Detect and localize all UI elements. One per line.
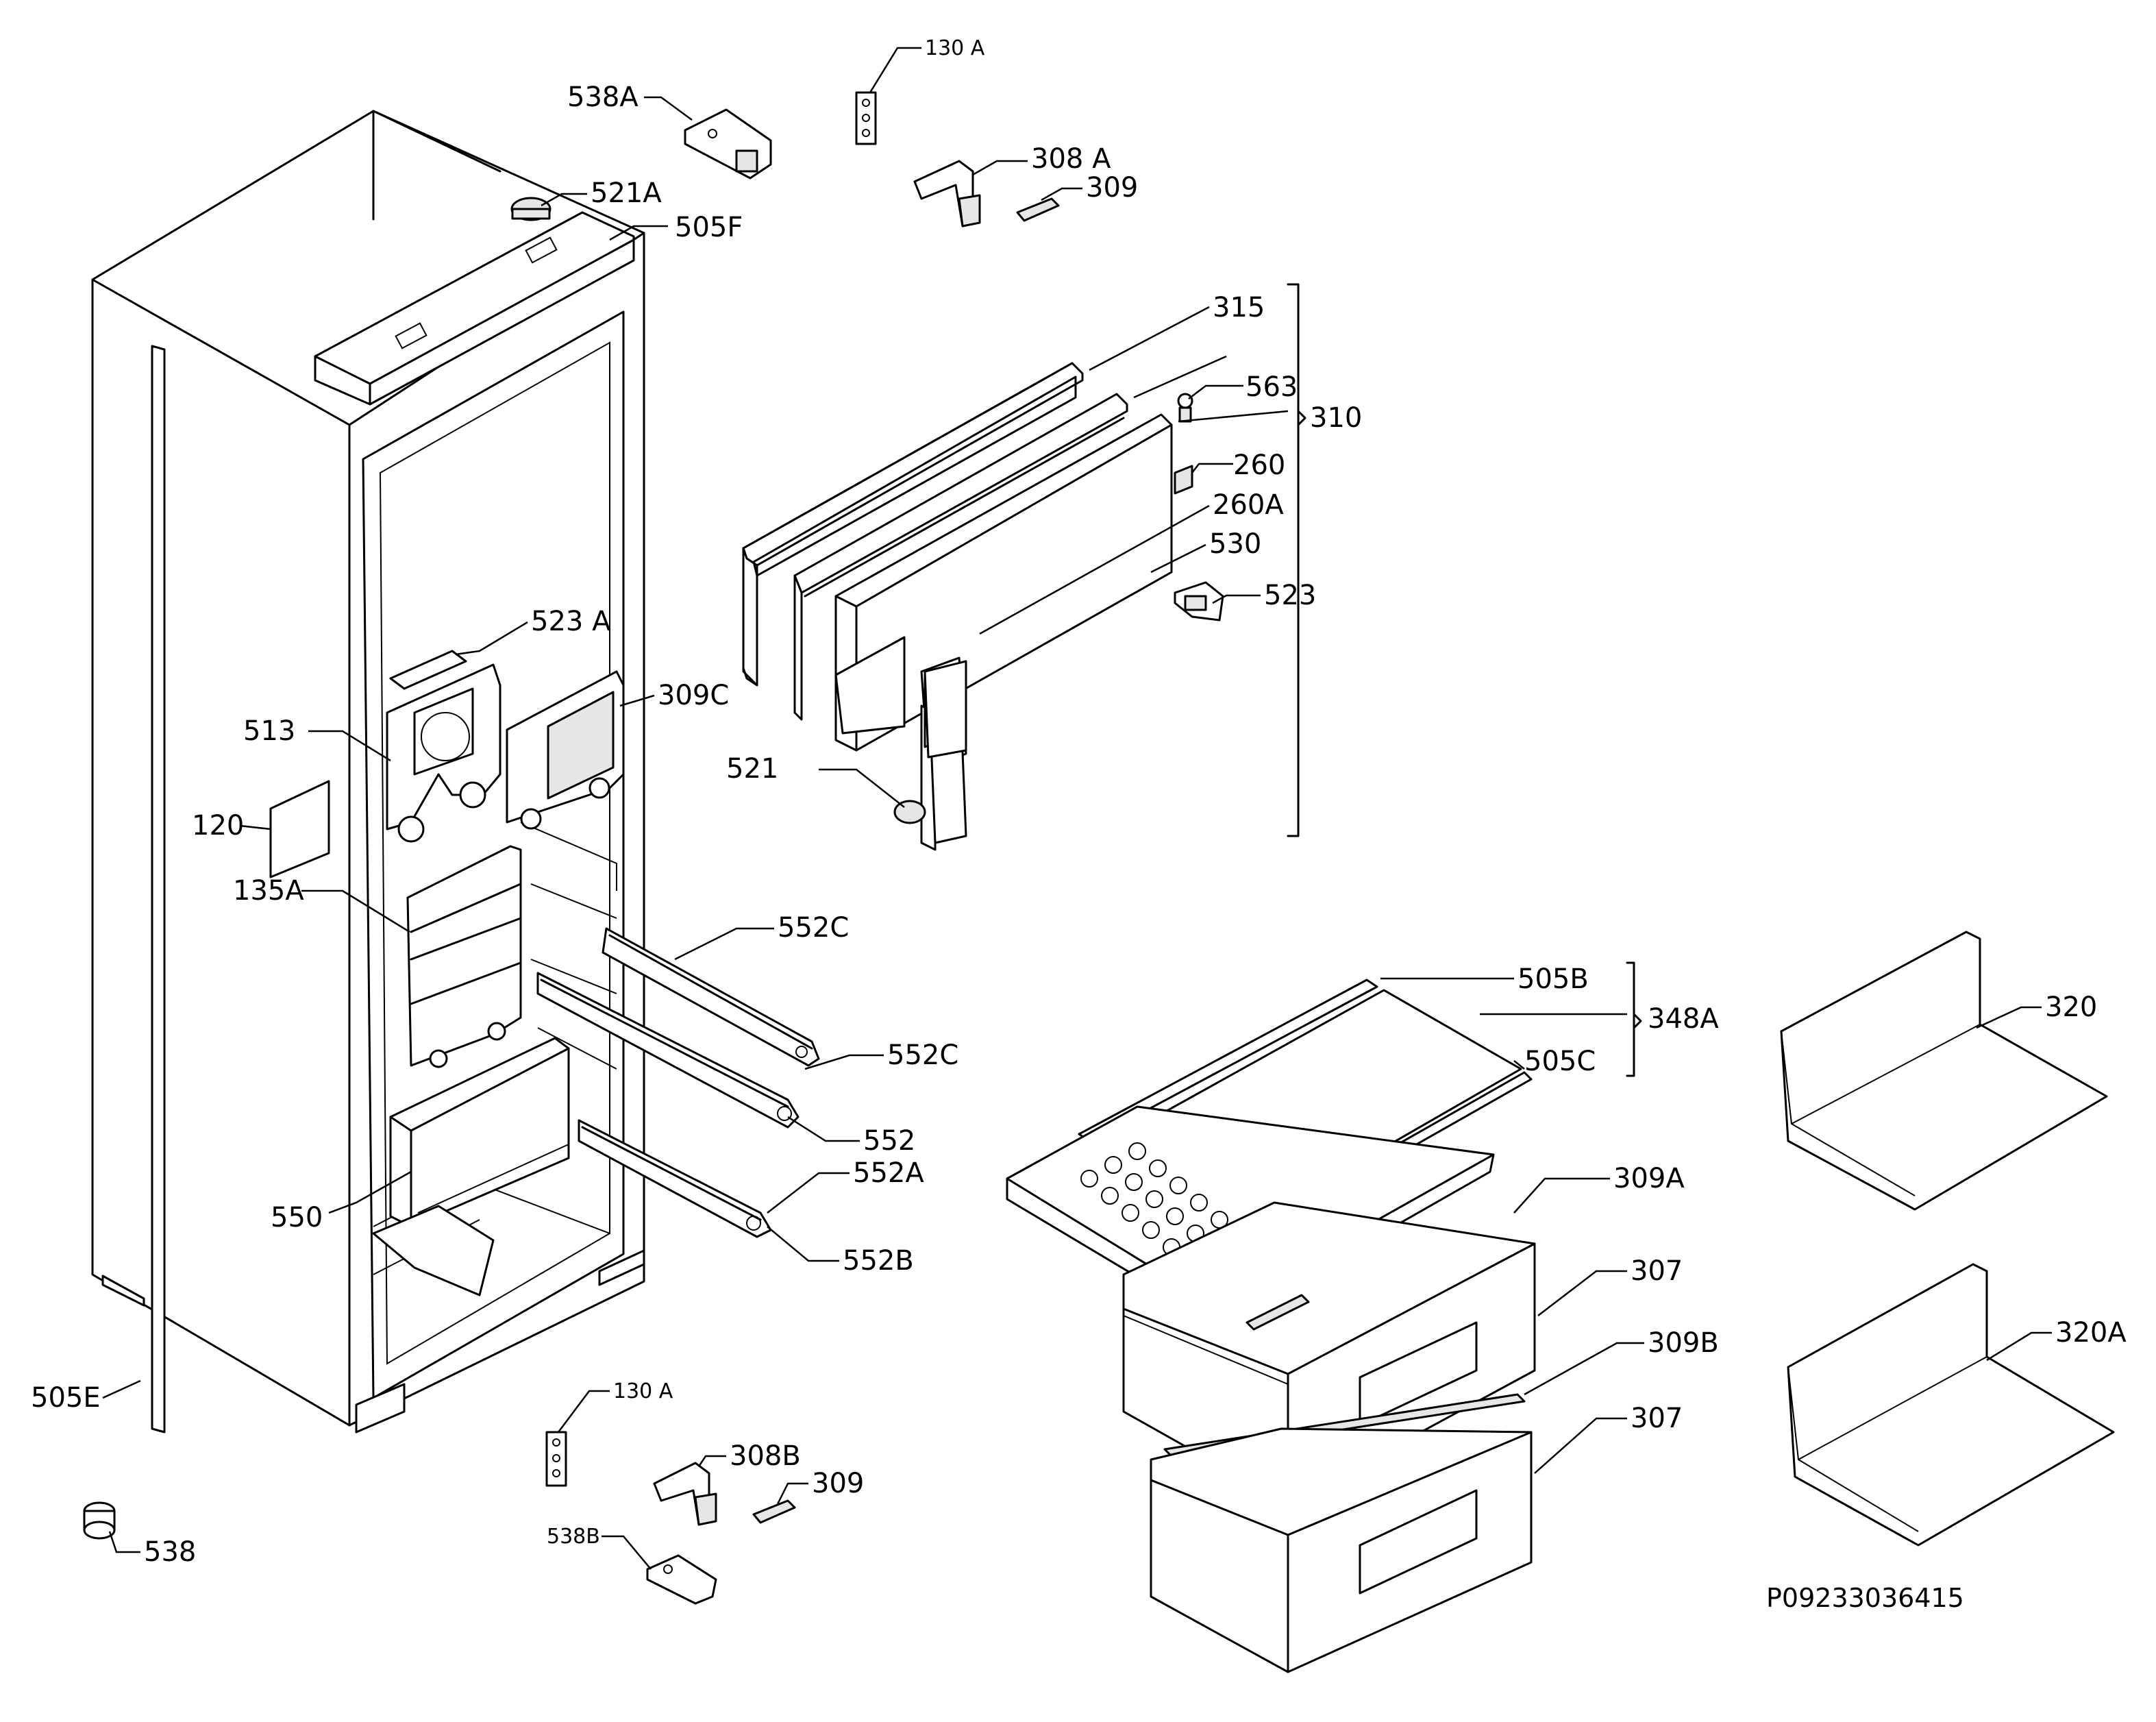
fan-523a	[389, 650, 467, 690]
top-rail-505f	[314, 211, 635, 406]
basket-550	[389, 1037, 570, 1228]
label-309c: 309C	[658, 680, 729, 711]
label-309-top: 309	[1086, 172, 1138, 204]
label-307-1: 307	[1631, 1255, 1683, 1287]
slide-rail-552	[536, 972, 800, 1129]
label-120: 120	[192, 810, 244, 841]
label-550: 550	[271, 1202, 323, 1233]
cap-521	[893, 800, 926, 824]
door-end-cap	[924, 660, 967, 759]
label-552b: 552B	[843, 1245, 914, 1277]
brace-310	[1287, 283, 1300, 837]
label-308a: 308 A	[1031, 143, 1111, 175]
label-505b: 505B	[1517, 963, 1589, 995]
drawing-code: P09233036415	[1766, 1583, 1964, 1613]
label-315: 315	[1213, 292, 1265, 323]
bushing-523	[1174, 581, 1224, 622]
hinge-538a	[684, 108, 772, 180]
label-320a: 320A	[2055, 1317, 2127, 1349]
label-130a-top: 130 A	[925, 36, 985, 60]
brace-310-notch	[1297, 410, 1306, 426]
label-130a-bottom: 130 A	[613, 1379, 673, 1403]
label-538b: 538B	[547, 1525, 600, 1549]
label-307-2: 307	[1631, 1403, 1683, 1434]
label-260a: 260A	[1213, 489, 1284, 521]
label-308b: 308B	[730, 1440, 801, 1472]
label-521a: 521A	[591, 177, 662, 209]
label-135a: 135A	[233, 875, 304, 907]
label-563: 563	[1246, 371, 1298, 403]
slide-rail-552a	[578, 1119, 772, 1238]
label-505f: 505F	[675, 212, 743, 243]
part-labels: 130 A 538A 308 A 309 521A 505F 315 563 3…	[31, 36, 2127, 1613]
cap-521a	[510, 197, 552, 221]
brace-348a-notch	[1633, 1013, 1642, 1029]
label-521: 521	[726, 753, 778, 785]
drawer-307-lower	[1150, 1427, 1533, 1673]
label-309b: 309B	[1648, 1327, 1719, 1359]
flap-below-basket	[372, 1205, 495, 1296]
hinge-arm-308b	[653, 1462, 717, 1526]
foot-538	[83, 1501, 116, 1540]
drawer-307-upper	[1122, 1201, 1536, 1505]
side-strip-505e	[151, 345, 166, 1434]
label-505e: 505E	[31, 1382, 101, 1414]
wire-basket-320a	[1787, 1263, 2115, 1547]
label-538: 538	[144, 1536, 196, 1568]
label-552c-2: 552C	[887, 1040, 958, 1071]
bracket-130a-bottom	[545, 1431, 567, 1487]
label-552c-1: 552C	[778, 912, 849, 944]
label-552: 552	[863, 1125, 915, 1157]
grille-309c	[506, 670, 625, 830]
label-320: 320	[2045, 992, 2097, 1023]
label-505c: 505C	[1524, 1046, 1596, 1077]
panel-135a	[406, 845, 522, 1068]
label-310: 310	[1310, 402, 1362, 434]
strip-309a	[1246, 1294, 1310, 1331]
label-513: 513	[243, 715, 295, 747]
label-552a: 552A	[853, 1157, 924, 1189]
label-348a: 348A	[1648, 1003, 1719, 1035]
plate-309-bottom	[752, 1499, 796, 1524]
honeycomb-pattern	[1080, 1142, 1228, 1256]
leader-lines	[102, 47, 2052, 1570]
wire-basket-320	[1780, 931, 2108, 1211]
label-523: 523	[1264, 580, 1316, 611]
label-523a: 523 A	[531, 606, 611, 637]
label-309-bottom: 309	[812, 1468, 864, 1499]
cover-513	[386, 663, 501, 843]
plate-309-top	[1016, 197, 1060, 222]
label-538a: 538A	[567, 82, 639, 113]
door-assembly-310	[742, 362, 1173, 851]
brace-348a	[1626, 961, 1635, 1077]
slide-rail-552c-upper	[602, 927, 820, 1067]
label-260: 260	[1233, 450, 1285, 481]
bracket-130a-top	[855, 91, 877, 145]
hinge-538b	[646, 1554, 717, 1605]
clip-260	[1174, 465, 1193, 495]
label-309a: 309A	[1613, 1163, 1685, 1194]
label-530: 530	[1209, 528, 1261, 560]
label-120	[269, 780, 330, 878]
hinge-arm-308a	[913, 160, 981, 227]
